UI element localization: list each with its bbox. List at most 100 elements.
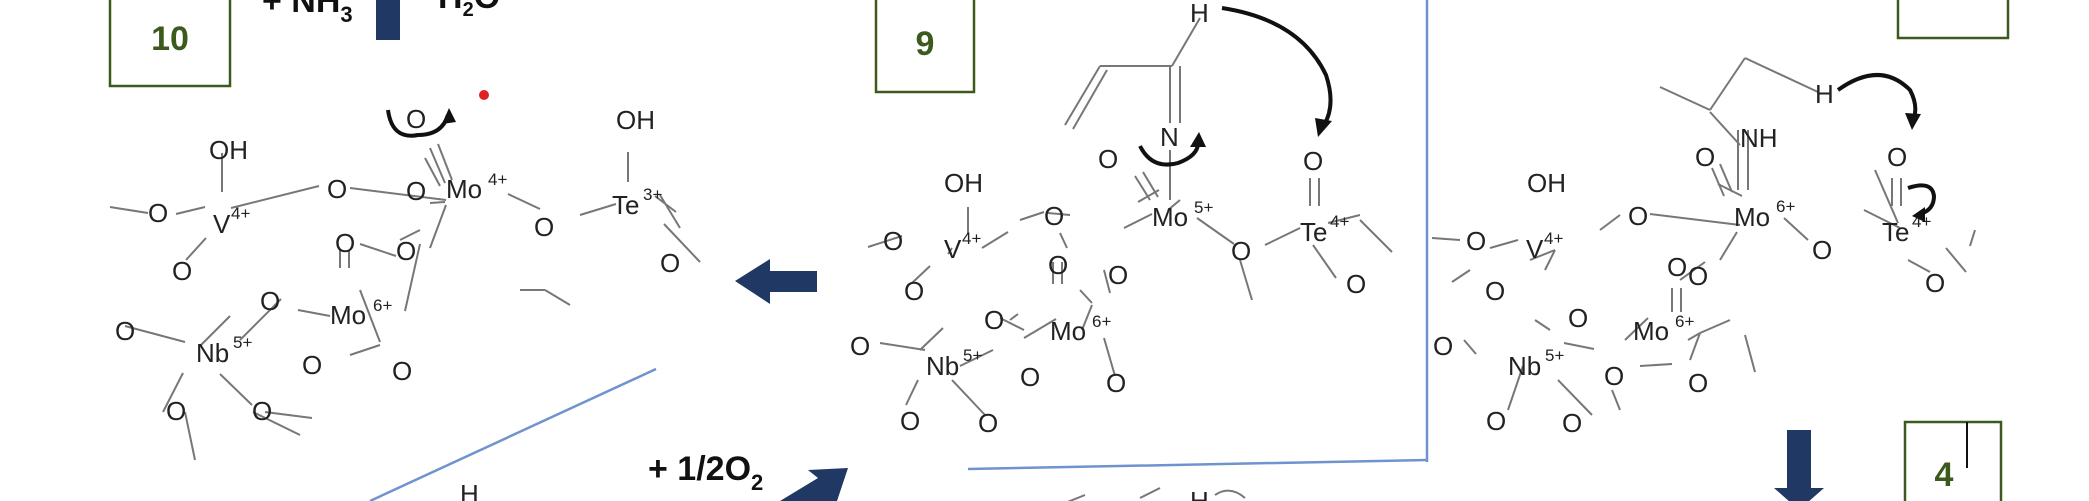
mo6-atom-10: Mo: [330, 300, 366, 330]
oh-atom-te: OH: [616, 105, 655, 135]
o-atom: O: [260, 286, 280, 316]
o-atom: O: [1231, 236, 1251, 266]
curly-arrow-head-10: [442, 108, 456, 124]
label-box-10: 10: [108, 0, 232, 88]
structure-10: O OH V 4+ O O O Mo 4+ OH Te 3+ O O O O O…: [109, 90, 701, 461]
o-atom: O: [984, 305, 1004, 335]
nb5-charge-9: 5+: [963, 346, 982, 365]
o-atom: O: [900, 406, 920, 436]
mo6-charge-9: 6+: [1092, 312, 1111, 331]
mo5-double-bond-9: [1134, 171, 1159, 201]
o-atom-te-oxo-4: O: [1887, 142, 1907, 172]
v-atom-9: V: [944, 234, 962, 264]
nb-atom-4: Nb: [1508, 351, 1541, 381]
curly-arrow-9-large: [1221, 6, 1333, 127]
mo6-double-bond-10: [339, 250, 350, 268]
label-9-text: 9: [916, 25, 935, 63]
radical-dot: [479, 90, 489, 100]
oh-atom-9: OH: [944, 168, 983, 198]
te-atom-4: Te: [1882, 217, 1909, 247]
label-box-top-right: [1896, 0, 2010, 40]
divider-horizontal: [967, 458, 1428, 471]
o-atom-mo6-top-4: O: [1667, 252, 1687, 282]
mo6-atom-9: Mo: [1050, 316, 1086, 346]
o-atom: O: [252, 396, 272, 426]
oh-atom-4: OH: [1527, 168, 1566, 198]
h-atom-4: H: [1815, 79, 1834, 109]
curly-arrow-10: [386, 109, 450, 138]
te-atom-9: Te: [1300, 217, 1327, 247]
te-double-bond-4: [1891, 178, 1902, 206]
nb-atom-10: Nb: [196, 338, 229, 368]
plus-o2-text: + 1/2O2: [648, 450, 763, 495]
v-charge-10: 4+: [231, 204, 250, 223]
mo6-charge-10: 6+: [373, 296, 392, 315]
mo5-charge: 5+: [1194, 198, 1213, 217]
o-atom-oxo-4: O: [1695, 142, 1715, 172]
mo6-atom-4: Mo: [1633, 316, 1669, 346]
v-charge-4: 4+: [1544, 229, 1563, 248]
o-atom-oxo-10: O: [406, 104, 426, 134]
oh-atom-v: OH: [209, 135, 248, 165]
o-atom-mo6-top: O: [335, 228, 355, 258]
o-atom: O: [883, 226, 903, 256]
o-atom-te-oxo-9: O: [1303, 146, 1323, 176]
curly-arrow-4-te: [1907, 183, 1937, 216]
label-box-4: 4: [1903, 420, 2003, 501]
mo6-atom-4-top: Mo: [1734, 202, 1770, 232]
curly-arrow-head-4-te: [1912, 207, 1925, 222]
o-atom: O: [1568, 303, 1588, 333]
o-atom: O: [1604, 361, 1624, 391]
o-atom: O: [850, 331, 870, 361]
curly-arrow-4-h: [1836, 73, 1918, 119]
o-atom: O: [1925, 268, 1945, 298]
o-atom: O: [166, 396, 186, 426]
mo6-charge-4-top: 6+: [1776, 197, 1795, 216]
structure-9: H N O Mo 5+ O Te 4+ O O O OH V 4+ O O O …: [850, 0, 1393, 438]
h-atom-9: H: [1190, 0, 1209, 28]
mo6-double-bond-4: [1671, 288, 1682, 312]
o-atom-bridge-9: O: [1044, 201, 1064, 231]
arrow-left: [735, 259, 817, 304]
v-charge-9: 4+: [962, 229, 981, 248]
label-box-9: 9: [874, 0, 976, 94]
v-atom-4: V: [1526, 234, 1544, 264]
o-atom: O: [115, 316, 135, 346]
h2o-text: H2O: [438, 0, 500, 21]
o-atom: O: [1433, 331, 1453, 361]
nb-atom-9: Nb: [926, 351, 959, 381]
o-atom: O: [172, 256, 192, 286]
o-atom: O: [302, 350, 322, 380]
structure-10-bonds: [109, 152, 701, 461]
o-atom-bridge-4: O: [1628, 201, 1648, 231]
te3-charge: 3+: [643, 185, 662, 204]
o-atom: O: [1485, 276, 1505, 306]
o-atom: O: [978, 408, 998, 438]
nh-atom-4: NH: [1740, 123, 1778, 153]
te-atom-10: Te: [612, 190, 639, 220]
o-atom: O: [392, 356, 412, 386]
n-atom-9: N: [1160, 122, 1179, 152]
o-atom: O: [1020, 362, 1040, 392]
o-atom: O: [1108, 260, 1128, 290]
o-atom-bridge: O: [327, 174, 347, 204]
label-10-text: 10: [151, 20, 189, 58]
mo6-charge-4: 6+: [1675, 312, 1694, 331]
o-atom: O: [396, 236, 416, 266]
structure-4-bonds: [1431, 57, 1976, 416]
mo4-double-bond-10: [429, 143, 453, 184]
label-4-text: 4: [1935, 456, 1954, 494]
structure-9-bonds: [867, 17, 1393, 416]
o-atom: O: [1688, 368, 1708, 398]
curly-arrow-9-small: [1138, 139, 1201, 167]
o-atom-oxo-9: O: [1098, 144, 1118, 174]
o-atom: O: [1486, 406, 1506, 436]
o-atom: O: [1562, 408, 1582, 438]
o-atom: O: [534, 212, 554, 242]
o-atom-mo4: O: [406, 176, 426, 206]
o-atom: O: [148, 198, 168, 228]
o-atom: O: [1106, 368, 1126, 398]
arrow-down: [1774, 430, 1824, 501]
bottom-fragment-bonds: [1067, 487, 1246, 501]
